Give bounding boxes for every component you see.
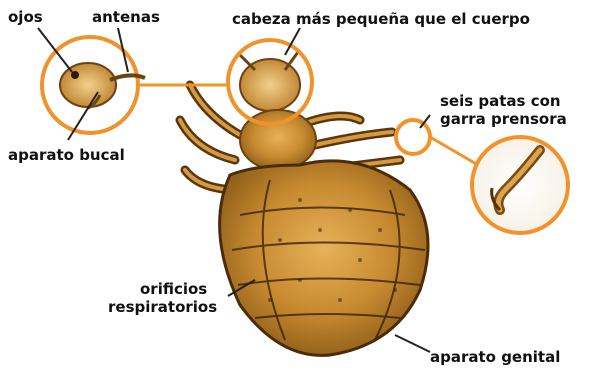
- label-orificios-line2: respiratorios: [108, 298, 218, 316]
- label-seis-patas-line2: garra prensora: [440, 110, 567, 128]
- head-inset-image: [59, 62, 117, 108]
- callout-connectors: [138, 83, 479, 167]
- label-orificios-line1: orificios: [140, 280, 208, 298]
- callout-claw-inset: [470, 135, 570, 235]
- label-ojos: ojos: [8, 8, 43, 26]
- louse-head: [239, 58, 301, 112]
- louse-abdomen: [218, 159, 430, 357]
- leader-lines: [37, 27, 431, 353]
- label-aparato-genital: aparato genital: [430, 348, 561, 366]
- callout-head-inset: [40, 35, 146, 135]
- leg-left-1: [185, 80, 245, 140]
- callout-claw-small-circle: [394, 118, 432, 156]
- label-antenas: antenas: [92, 8, 160, 26]
- label-aparato-bucal: aparato bucal: [8, 146, 125, 164]
- callout-head-circle: [226, 38, 314, 126]
- label-seis-patas-line1: seis patas con: [440, 92, 561, 110]
- louse-body: [175, 51, 430, 357]
- label-cabeza: cabeza más pequeña que el cuerpo: [232, 10, 530, 28]
